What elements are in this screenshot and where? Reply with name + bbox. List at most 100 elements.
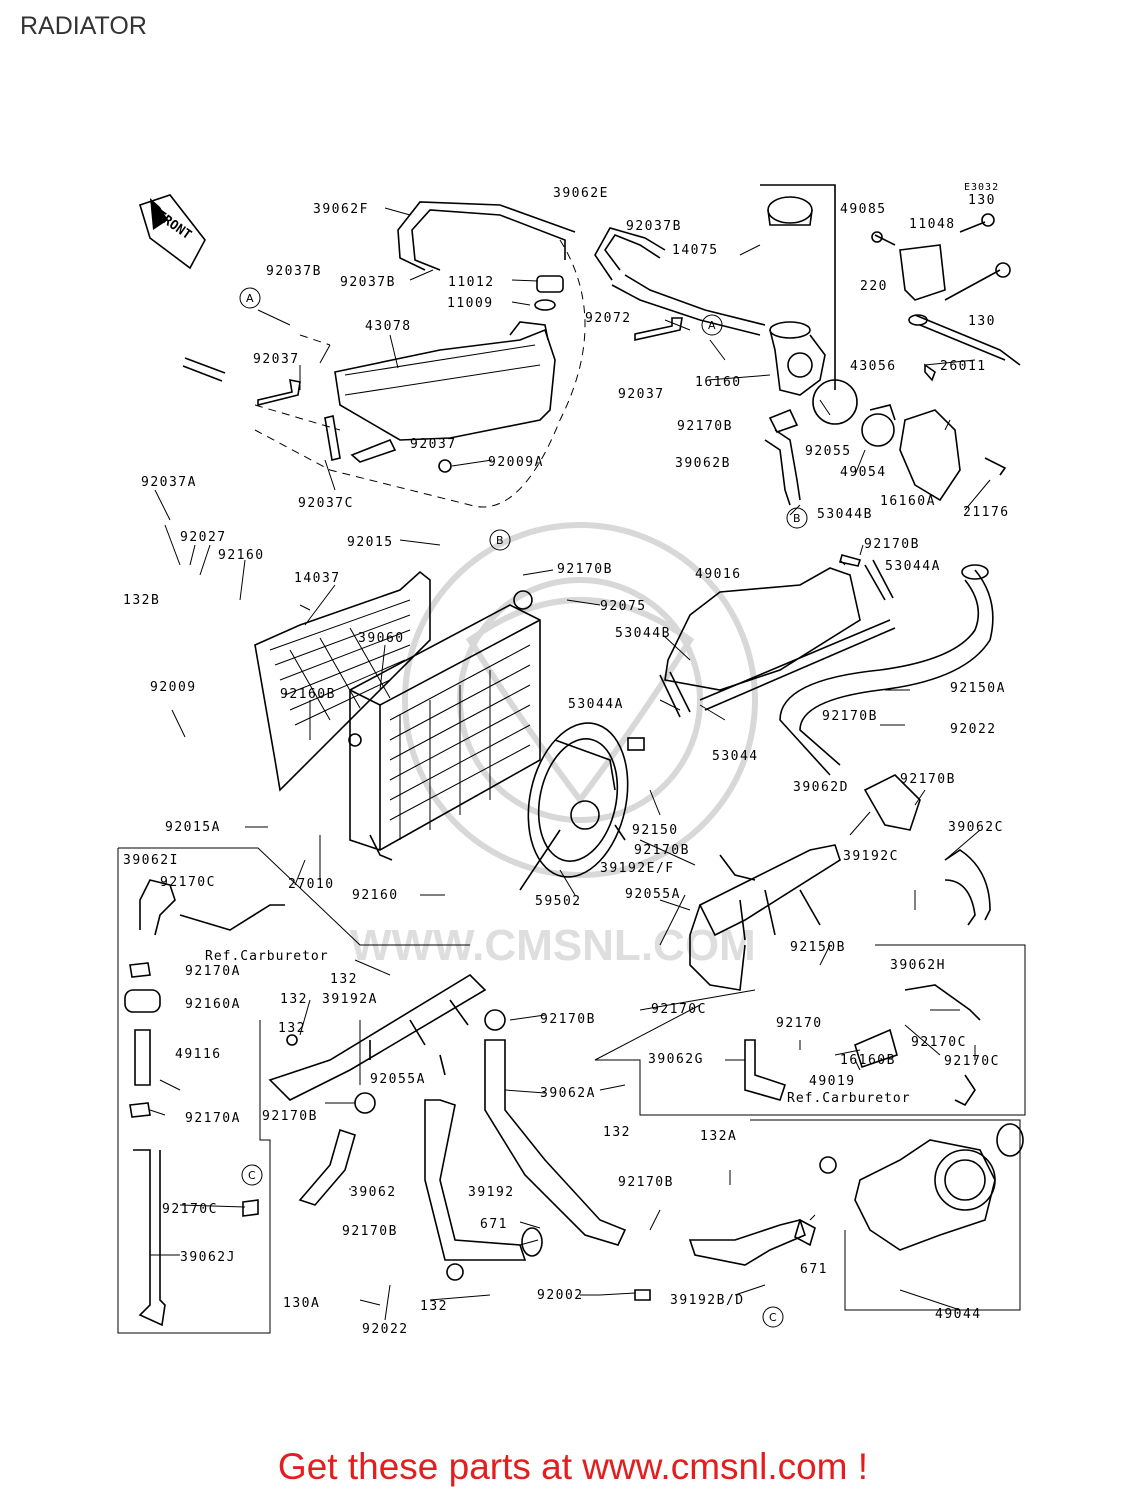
part-label-92037b[interactable]: 92037B [340, 275, 396, 290]
part-label-11012[interactable]: 11012 [448, 275, 495, 290]
part-label-39062d[interactable]: 39062D [793, 780, 849, 795]
part-label-92150[interactable]: 92150 [632, 823, 679, 838]
part-label-92170b[interactable]: 92170B [342, 1224, 398, 1239]
part-label-92170c[interactable]: 92170C [651, 1002, 707, 1017]
part-label-92002[interactable]: 92002 [537, 1288, 584, 1303]
part-label-39192b-d[interactable]: 39192B/D [670, 1293, 745, 1308]
part-label-11009[interactable]: 11009 [447, 296, 494, 311]
part-label-92170b[interactable]: 92170B [822, 709, 878, 724]
part-label-14075[interactable]: 14075 [672, 243, 719, 258]
part-label-130[interactable]: 130 [968, 193, 996, 208]
part-label-92037b[interactable]: 92037B [266, 264, 322, 279]
part-label-39062f[interactable]: 39062F [313, 202, 369, 217]
part-label-39192e-f[interactable]: 39192E/F [600, 861, 675, 876]
part-label-92170b[interactable]: 92170B [540, 1012, 596, 1027]
part-label-49019[interactable]: 49019 [809, 1074, 856, 1089]
part-label-39060[interactable]: 39060 [358, 631, 405, 646]
part-label-92170b[interactable]: 92170B [618, 1175, 674, 1190]
part-label-92037[interactable]: 92037 [253, 352, 300, 367]
part-label-39062c[interactable]: 39062C [948, 820, 1004, 835]
part-label-39062e[interactable]: 39062E [553, 186, 609, 201]
part-label-92037b[interactable]: 92037B [626, 219, 682, 234]
part-label-92022[interactable]: 92022 [362, 1322, 409, 1337]
part-label-92037c[interactable]: 92037C [298, 496, 354, 511]
part-label-92170b[interactable]: 92170B [634, 843, 690, 858]
part-label-92170a[interactable]: 92170A [185, 1111, 241, 1126]
part-label-92170c[interactable]: 92170C [911, 1035, 967, 1050]
part-label-92075[interactable]: 92075 [600, 599, 647, 614]
part-label-53044b[interactable]: 53044B [615, 626, 671, 641]
part-label-92055a[interactable]: 92055A [625, 887, 681, 902]
part-label-92170b[interactable]: 92170B [677, 419, 733, 434]
part-label-11048[interactable]: 11048 [909, 217, 956, 232]
part-label-671[interactable]: 671 [480, 1217, 508, 1232]
part-label-132[interactable]: 132 [278, 1021, 306, 1036]
part-label-39062b[interactable]: 39062B [675, 456, 731, 471]
part-label-16160a[interactable]: 16160A [880, 494, 936, 509]
part-label-92170b[interactable]: 92170B [557, 562, 613, 577]
part-label-92009a[interactable]: 92009A [488, 455, 544, 470]
part-label-92160[interactable]: 92160 [352, 888, 399, 903]
part-label-92170b[interactable]: 92170B [864, 537, 920, 552]
part-label-39062[interactable]: 39062 [350, 1185, 397, 1200]
part-label-92055[interactable]: 92055 [805, 444, 852, 459]
part-label-39062j[interactable]: 39062J [180, 1250, 236, 1265]
part-label-132[interactable]: 132 [330, 972, 358, 987]
part-label-132[interactable]: 132 [280, 992, 308, 1007]
part-label-49054[interactable]: 49054 [840, 465, 887, 480]
part-label-26011[interactable]: 26011 [940, 359, 987, 374]
part-label-39062g[interactable]: 39062G [648, 1052, 704, 1067]
part-label-53044[interactable]: 53044 [712, 749, 759, 764]
part-label-92170b[interactable]: 92170B [262, 1109, 318, 1124]
part-label-39062i[interactable]: 39062I [123, 853, 179, 868]
part-label-53044a[interactable]: 53044A [885, 559, 941, 574]
part-label-130[interactable]: 130 [968, 314, 996, 329]
part-label-92160[interactable]: 92160 [218, 548, 265, 563]
part-label-16160b[interactable]: 16160B [840, 1053, 896, 1068]
part-label-92170[interactable]: 92170 [776, 1016, 823, 1031]
part-label-92170c[interactable]: 92170C [160, 875, 216, 890]
part-label-49116[interactable]: 49116 [175, 1047, 222, 1062]
part-label-39192a[interactable]: 39192A [322, 992, 378, 1007]
part-label-49016[interactable]: 49016 [695, 567, 742, 582]
part-label-92150a[interactable]: 92150A [950, 681, 1006, 696]
part-label-92037[interactable]: 92037 [618, 387, 665, 402]
part-label-92170c[interactable]: 92170C [162, 1202, 218, 1217]
part-label-39062a[interactable]: 39062A [540, 1086, 596, 1101]
part-label-92160b[interactable]: 92160B [280, 687, 336, 702]
part-label-132[interactable]: 132 [420, 1299, 448, 1314]
part-label-92150b[interactable]: 92150B [790, 940, 846, 955]
part-label-92170a[interactable]: 92170A [185, 964, 241, 979]
footer-parts-link[interactable]: Get these parts at www.cmsnl.com ! [277, 1446, 869, 1487]
part-label-16160[interactable]: 16160 [695, 375, 742, 390]
part-label-132a[interactable]: 132A [700, 1129, 737, 1144]
part-label-92072[interactable]: 92072 [585, 311, 632, 326]
part-label-92170b[interactable]: 92170B [900, 772, 956, 787]
part-label-671[interactable]: 671 [800, 1262, 828, 1277]
part-label-53044b[interactable]: 53044B [817, 507, 873, 522]
part-label-92015[interactable]: 92015 [347, 535, 394, 550]
part-label-27010[interactable]: 27010 [288, 877, 335, 892]
part-label-14037[interactable]: 14037 [294, 571, 341, 586]
part-label-92009[interactable]: 92009 [150, 680, 197, 695]
part-label-132b[interactable]: 132B [123, 593, 160, 608]
part-label-39192c[interactable]: 39192C [843, 849, 899, 864]
part-label-92055a[interactable]: 92055A [370, 1072, 426, 1087]
part-label-43056[interactable]: 43056 [850, 359, 897, 374]
part-label-92037a[interactable]: 92037A [141, 475, 197, 490]
part-label-49085[interactable]: 49085 [840, 202, 887, 217]
part-label-59502[interactable]: 59502 [535, 894, 582, 909]
part-label-21176[interactable]: 21176 [963, 505, 1010, 520]
part-label-92170c[interactable]: 92170C [944, 1054, 1000, 1069]
part-label-39192[interactable]: 39192 [468, 1185, 515, 1200]
part-label-220[interactable]: 220 [860, 279, 888, 294]
part-label-53044a[interactable]: 53044A [568, 697, 624, 712]
part-label-130a[interactable]: 130A [283, 1296, 320, 1311]
part-label-92160a[interactable]: 92160A [185, 997, 241, 1012]
part-label-92022[interactable]: 92022 [950, 722, 997, 737]
part-label-43078[interactable]: 43078 [365, 319, 412, 334]
part-label-92037[interactable]: 92037 [410, 437, 457, 452]
part-label-132[interactable]: 132 [603, 1125, 631, 1140]
part-label-39062h[interactable]: 39062H [890, 958, 946, 973]
part-label-92015a[interactable]: 92015A [165, 820, 221, 835]
